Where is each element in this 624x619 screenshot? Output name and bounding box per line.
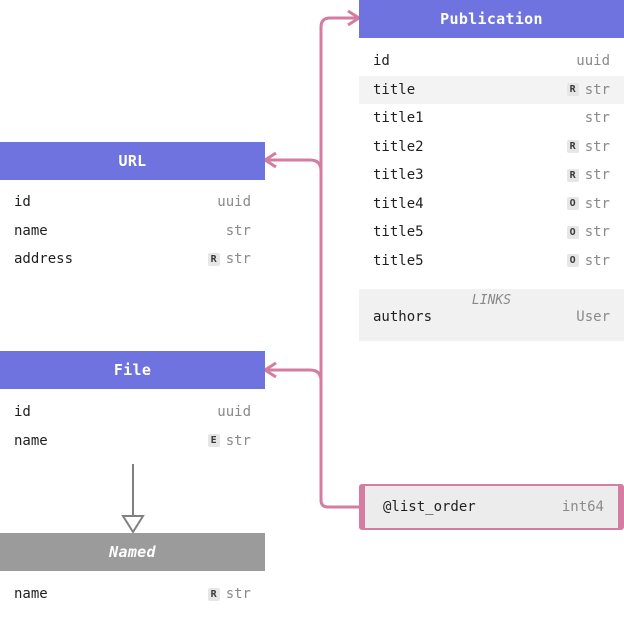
link-line-to-publication: [319, 16, 359, 509]
arrowhead-url: [262, 151, 277, 169]
field-name: name: [14, 222, 48, 239]
link-line-to-file: [265, 368, 323, 382]
field-row[interactable]: id uuid: [0, 398, 265, 427]
field-name: name: [14, 432, 48, 449]
field-name: id: [373, 53, 390, 69]
field-name: title4: [373, 195, 424, 212]
modifier-badge: R: [207, 587, 220, 601]
field-name: id: [14, 194, 31, 210]
links-label: LINKS: [471, 293, 512, 308]
inherit-triangle: [121, 515, 145, 534]
modifier-badge: R: [566, 168, 579, 182]
field-name: id: [14, 404, 31, 420]
link-target: User: [576, 309, 610, 325]
field-row[interactable]: id uuid: [359, 47, 624, 76]
field-name: title5: [373, 224, 424, 240]
field-row[interactable]: title1 str: [359, 104, 624, 133]
field-row[interactable]: id uuid: [0, 188, 265, 217]
link-property-type: int64: [561, 499, 604, 515]
field-name: title: [373, 81, 416, 98]
modifier-badge: E: [207, 434, 220, 448]
modifier-badge: R: [566, 83, 579, 97]
field-type: str: [225, 432, 251, 449]
link-property-name: @list_order: [383, 499, 476, 515]
modifier-badge: O: [566, 254, 579, 268]
modifier-badge: R: [207, 252, 220, 266]
field-type: str: [225, 586, 251, 602]
file-header[interactable]: File: [0, 351, 265, 389]
field-name: address: [14, 251, 74, 267]
field-type: str: [584, 167, 610, 183]
modifier-badge: O: [566, 225, 579, 239]
field-type: str: [584, 224, 610, 240]
modifier-badge: O: [566, 197, 579, 211]
field-type: str: [584, 195, 610, 212]
arrowhead-file: [262, 361, 277, 379]
url-header[interactable]: URL: [0, 142, 265, 180]
field-name: title1: [373, 110, 424, 126]
field-name: title5: [373, 252, 424, 269]
link-name[interactable]: authors: [373, 309, 433, 325]
field-row[interactable]: name str: [0, 217, 265, 246]
field-type: str: [584, 81, 610, 98]
field-name: title3: [373, 167, 424, 183]
field-type: str: [584, 252, 610, 269]
field-name: title2: [373, 138, 424, 155]
links-section: LINKS authors User: [359, 289, 624, 341]
field-type: str: [584, 110, 610, 126]
link-property-box[interactable]: @list_order int64: [359, 484, 624, 530]
link-line-to-url: [265, 158, 323, 172]
field-type: str: [584, 138, 610, 155]
field-type: str: [225, 251, 251, 267]
field-type: uuid: [576, 53, 610, 69]
modifier-badge: R: [566, 140, 579, 154]
named-header[interactable]: Named: [0, 533, 265, 571]
field-type: uuid: [217, 404, 251, 420]
field-type: str: [225, 222, 251, 239]
field-type: uuid: [217, 194, 251, 210]
publication-header[interactable]: Publication: [359, 0, 624, 38]
field-name: name: [14, 586, 48, 602]
